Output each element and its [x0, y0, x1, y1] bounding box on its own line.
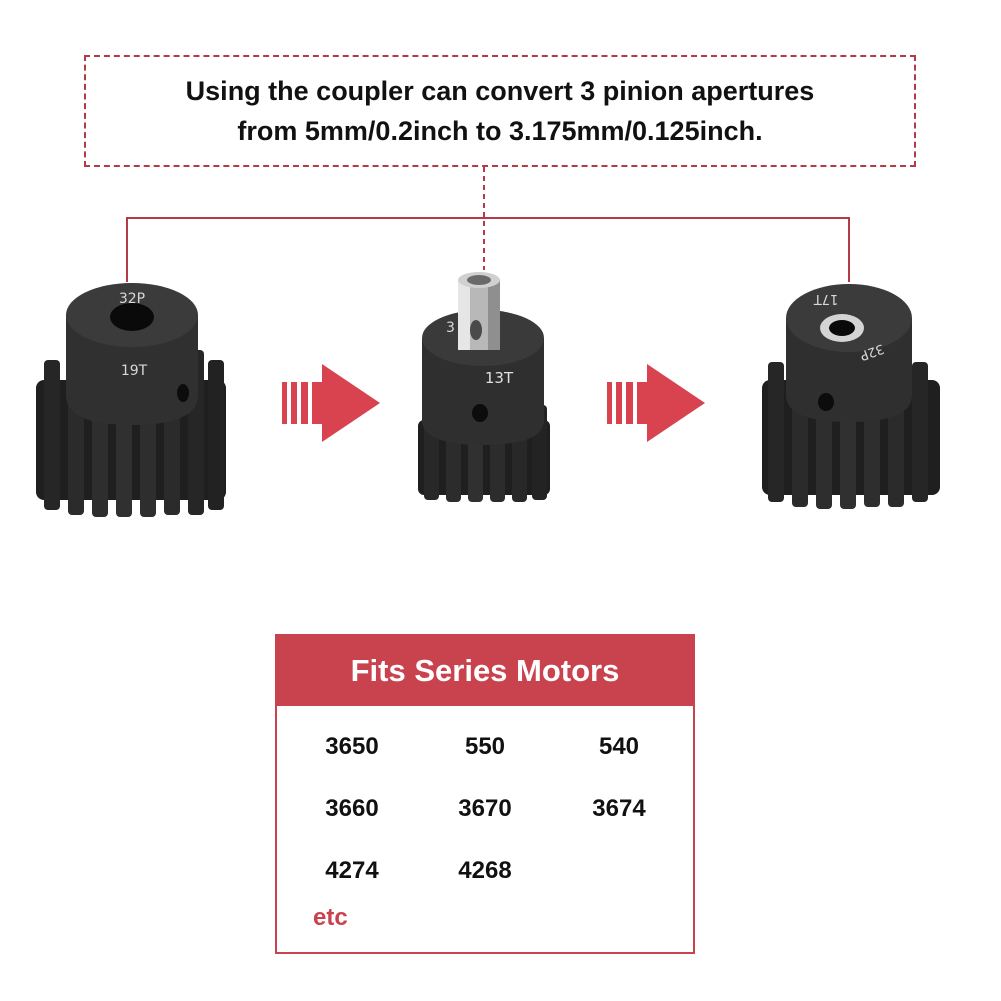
gear-19t-pitch-label: 32P: [119, 291, 145, 307]
callout-line-2: from 5mm/0.2inch to 3.175mm/0.125inch.: [237, 116, 763, 146]
gear-13t-set-screw-hole: [472, 404, 488, 422]
motor-cell: 540: [598, 733, 640, 760]
arrow-right-icon: [607, 364, 705, 442]
gear-19t-teeth-label: 19T: [121, 363, 148, 379]
gear-17t-teeth-label: 17T: [814, 291, 839, 306]
motor-cell: 3670: [458, 795, 512, 822]
motor-cell: 4268: [458, 857, 512, 884]
gear-19t-set-screw-hole: [177, 384, 189, 402]
motor-cell: 550: [464, 733, 506, 760]
connector-lines: [126, 167, 850, 282]
arrow-right-icon: [282, 364, 380, 442]
gear-13t-with-coupler: 3 13T: [418, 272, 550, 502]
gear-19t: 32P 19T: [36, 283, 226, 517]
motor-cell: 4274: [325, 857, 379, 884]
coupler-info-callout: Using the coupler can convert 3 pinion a…: [84, 55, 916, 167]
gear-17t: 17T 32P: [762, 284, 940, 509]
motor-cell: 3660: [325, 795, 379, 822]
etc-label: etc: [313, 904, 348, 931]
coupler-sleeve: [458, 272, 500, 350]
motor-cell: 3674: [592, 795, 646, 822]
callout-text: Using the coupler can convert 3 pinion a…: [100, 71, 900, 151]
callout-line-1: Using the coupler can convert 3 pinion a…: [185, 76, 815, 106]
gear-13t-teeth-label: 13T: [485, 369, 514, 387]
gear-13t-hub-side: [422, 338, 544, 445]
table-title: Fits Series Motors: [277, 636, 693, 706]
motor-cell: 3650: [325, 733, 379, 760]
gear-19t-bore: [110, 303, 154, 331]
gear-17t-bore: [829, 320, 855, 336]
gear-13t-partial-mark: 3: [446, 320, 455, 336]
bracket-connector: [126, 217, 850, 282]
gears-illustration: 32P 19T 3 13T: [36, 167, 940, 517]
gear-17t-set-screw-hole: [818, 393, 834, 411]
compatible-motors-table: Fits Series Motors 3650 550 540 3660 367…: [275, 634, 695, 954]
